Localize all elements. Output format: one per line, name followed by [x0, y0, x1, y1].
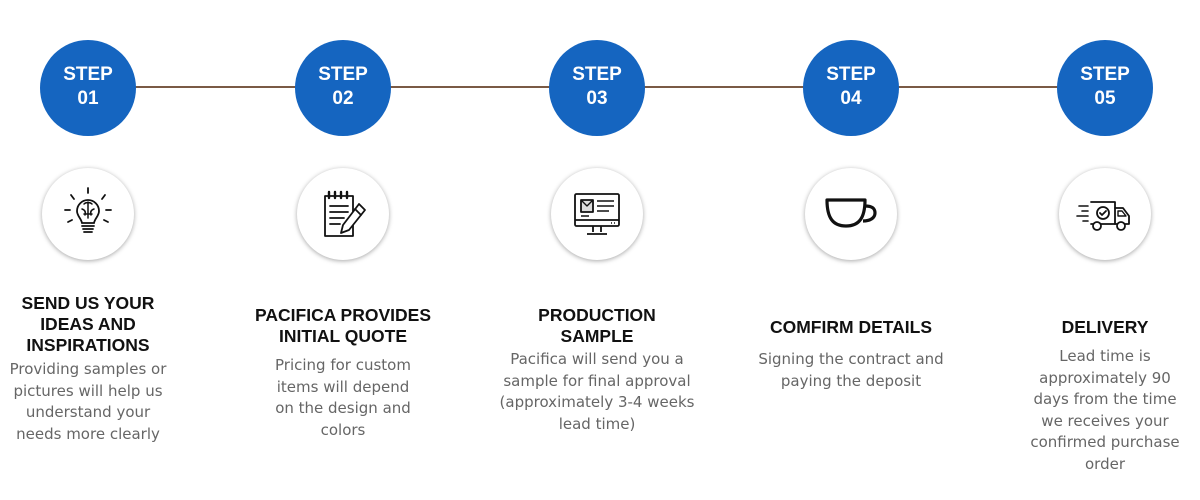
step-label: STEP	[63, 64, 113, 85]
icon-badge	[42, 168, 134, 260]
step-number: 03	[586, 88, 608, 109]
delivery-truck-icon	[1076, 201, 1130, 231]
step-badge: STEP 03	[549, 40, 645, 136]
step-badge: STEP 01	[40, 40, 136, 136]
step-4: STEP 04 COMFIRM DETAILS Signing the cont…	[741, 0, 961, 500]
document-pen-icon	[324, 190, 366, 237]
step-number: 01	[77, 88, 99, 109]
brain-lightbulb-icon	[64, 187, 112, 233]
cup-icon	[825, 198, 877, 228]
icon-badge	[805, 168, 897, 260]
step-badge: STEP 02	[295, 40, 391, 136]
step-label: STEP	[318, 64, 368, 85]
step-label: STEP	[1080, 64, 1130, 85]
step-number: 04	[840, 88, 862, 109]
step-title: COMFIRM DETAILS	[769, 317, 933, 337]
step-number: 05	[1094, 88, 1116, 109]
step-label: STEP	[826, 64, 876, 85]
icon-badge	[551, 168, 643, 260]
step-badge: STEP 05	[1057, 40, 1153, 136]
step-number: 02	[332, 88, 354, 109]
icon-badge	[297, 168, 389, 260]
step-badge: STEP 04	[803, 40, 899, 136]
icon-badge	[1059, 168, 1151, 260]
step-title: DELIVERY	[1061, 317, 1149, 337]
step-label: STEP	[572, 64, 622, 85]
monitor-icon	[574, 193, 620, 235]
